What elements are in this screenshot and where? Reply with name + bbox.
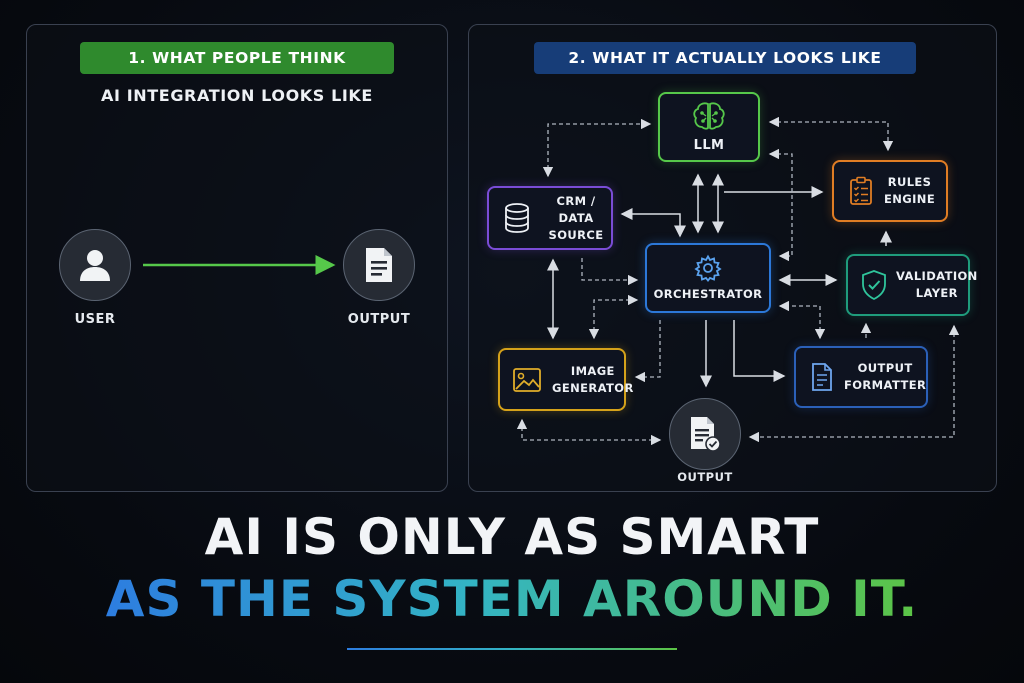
output-node-right [669,398,741,470]
gear-icon [694,254,722,282]
image-label-line1: IMAGE [570,363,615,378]
validation-label: VALIDATION LAYER [896,268,978,302]
formatter-label-line1: OUTPUT [857,361,913,375]
image-icon [512,367,542,393]
rules-label-line1: RULES [887,175,932,189]
clipboard-checklist-icon [848,176,874,206]
image-generator-node: IMAGE GENERATOR [498,348,633,411]
image-label: IMAGE GENERATOR [552,363,634,397]
output-label-right: OUTPUT [677,470,733,484]
document-lines-icon [810,362,834,392]
left-panel-subtitle: AI INTEGRATION LOOKS LIKE [101,86,373,105]
database-icon [503,202,531,234]
left-panel-title: 1. WHAT PEOPLE THINK [80,42,394,74]
crm-label-line2: DATA SOURCE [548,210,604,242]
rules-label: RULES ENGINE [884,174,935,208]
user-icon [80,250,110,281]
image-label-line2: GENERATOR [552,380,634,395]
validation-label-line1: VALIDATION [896,269,978,283]
rules-label-line2: ENGINE [884,192,936,206]
crm-label: CRM / DATA SOURCE [541,193,611,244]
orchestrator-node: ORCHESTRATOR [645,243,771,313]
orchestrator-label: ORCHESTRATOR [653,286,763,301]
shield-check-icon [860,269,888,301]
headline-line-2-text: AS THE SYSTEM AROUND IT. [105,570,919,628]
validation-label-line2: LAYER [915,286,958,300]
formatter-label: OUTPUT FORMATTER [844,360,926,394]
llm-node: LLM [658,92,760,162]
crm-data-source-node: CRM / DATA SOURCE [487,186,613,250]
output-label-left: OUTPUT [347,312,411,327]
document-check-icon [691,417,721,452]
validation-layer-node: VALIDATION LAYER [846,254,977,316]
rules-engine-node: RULES ENGINE [832,160,948,222]
document-icon [366,248,392,282]
user-avatar [59,229,131,301]
output-formatter-node: OUTPUT FORMATTER [794,346,928,408]
brain-icon [692,101,726,131]
right-panel-title: 2. WHAT IT ACTUALLY LOOKS LIKE [534,42,916,74]
user-label: USER [74,312,116,327]
formatter-label-line2: FORMATTER [844,378,927,392]
llm-label: LLM [693,137,725,153]
crm-label-line1: CRM / [556,193,596,208]
output-node-left [343,229,415,301]
headline-underline [347,648,677,650]
headline-line-1: AI IS ONLY AS SMART [204,508,820,566]
headline-line-2: AS THE SYSTEM AROUND IT. [0,570,1024,628]
